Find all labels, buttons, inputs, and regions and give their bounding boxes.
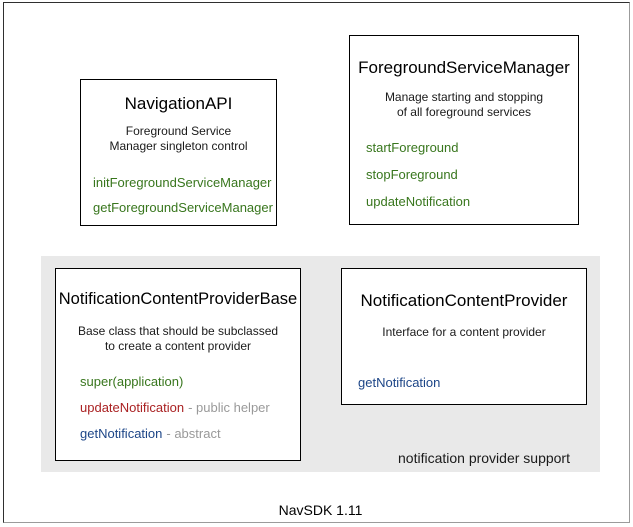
method-list: initForegroundServiceManager getForegrou… [81, 175, 276, 216]
description-line: Foreground Service [125, 124, 232, 138]
description-line: Interface for a content provider [382, 325, 546, 339]
method-item: getNotification [358, 375, 586, 391]
description-line: to create a content provider [104, 339, 252, 353]
class-box-notification-content-provider: NotificationContentProvider Interface fo… [341, 268, 587, 405]
class-description: Interface for a content provider [342, 325, 586, 340]
method-item: updateNotification [366, 194, 578, 210]
class-title: NavigationAPI [124, 94, 233, 113]
diagram-frame: NavigationAPI Foreground Service Manager… [3, 2, 630, 523]
method-item: super(application) [80, 374, 300, 390]
panel-caption: notification provider support [398, 450, 570, 466]
description-line: of all foreground services [396, 105, 532, 119]
class-box-navigation-api: NavigationAPI Foreground Service Manager… [80, 79, 277, 226]
method-name: stopForeground [366, 167, 458, 182]
class-title: ForegroundServiceManager [358, 58, 570, 77]
method-name: updateNotification [80, 400, 185, 415]
method-list: getNotification [342, 375, 586, 391]
method-name: initForegroundServiceManager [93, 175, 272, 190]
method-item: updateNotification- public helper [80, 400, 300, 416]
method-item: stopForeground [366, 167, 578, 183]
class-description: Manage starting and stopping of all fore… [350, 90, 578, 120]
method-name: getNotification [358, 375, 441, 390]
method-name: startForeground [366, 140, 459, 155]
class-title: NotificationContentProvider [360, 291, 568, 310]
method-name: updateNotification [366, 194, 471, 209]
method-item: initForegroundServiceManager [93, 175, 276, 191]
diagram-caption: NavSDK 1.11 [278, 502, 363, 518]
method-name: super(application) [80, 374, 184, 389]
description-line: Manager singleton control [109, 139, 248, 153]
method-list: startForeground stopForeground updateNot… [350, 140, 578, 210]
method-item: getNotification- abstract [80, 426, 300, 442]
method-note: - abstract [166, 426, 221, 441]
class-description: Foreground Service Manager singleton con… [81, 124, 276, 154]
class-title: NotificationContentProviderBase [58, 290, 298, 308]
method-item: startForeground [366, 140, 578, 156]
class-box-foreground-service-manager: ForegroundServiceManager Manage starting… [349, 35, 579, 225]
method-item: getForegroundServiceManager [93, 200, 276, 216]
method-list: super(application) updateNotification- p… [56, 374, 300, 442]
description-line: Manage starting and stopping [384, 90, 544, 104]
class-box-notification-content-provider-base: NotificationContentProviderBase Base cla… [55, 268, 301, 461]
method-name: getNotification [80, 426, 163, 441]
method-name: getForegroundServiceManager [93, 200, 273, 215]
class-description: Base class that should be subclassed to … [56, 324, 300, 354]
description-line: Base class that should be subclassed [77, 324, 279, 338]
method-note: - public helper [188, 400, 270, 415]
